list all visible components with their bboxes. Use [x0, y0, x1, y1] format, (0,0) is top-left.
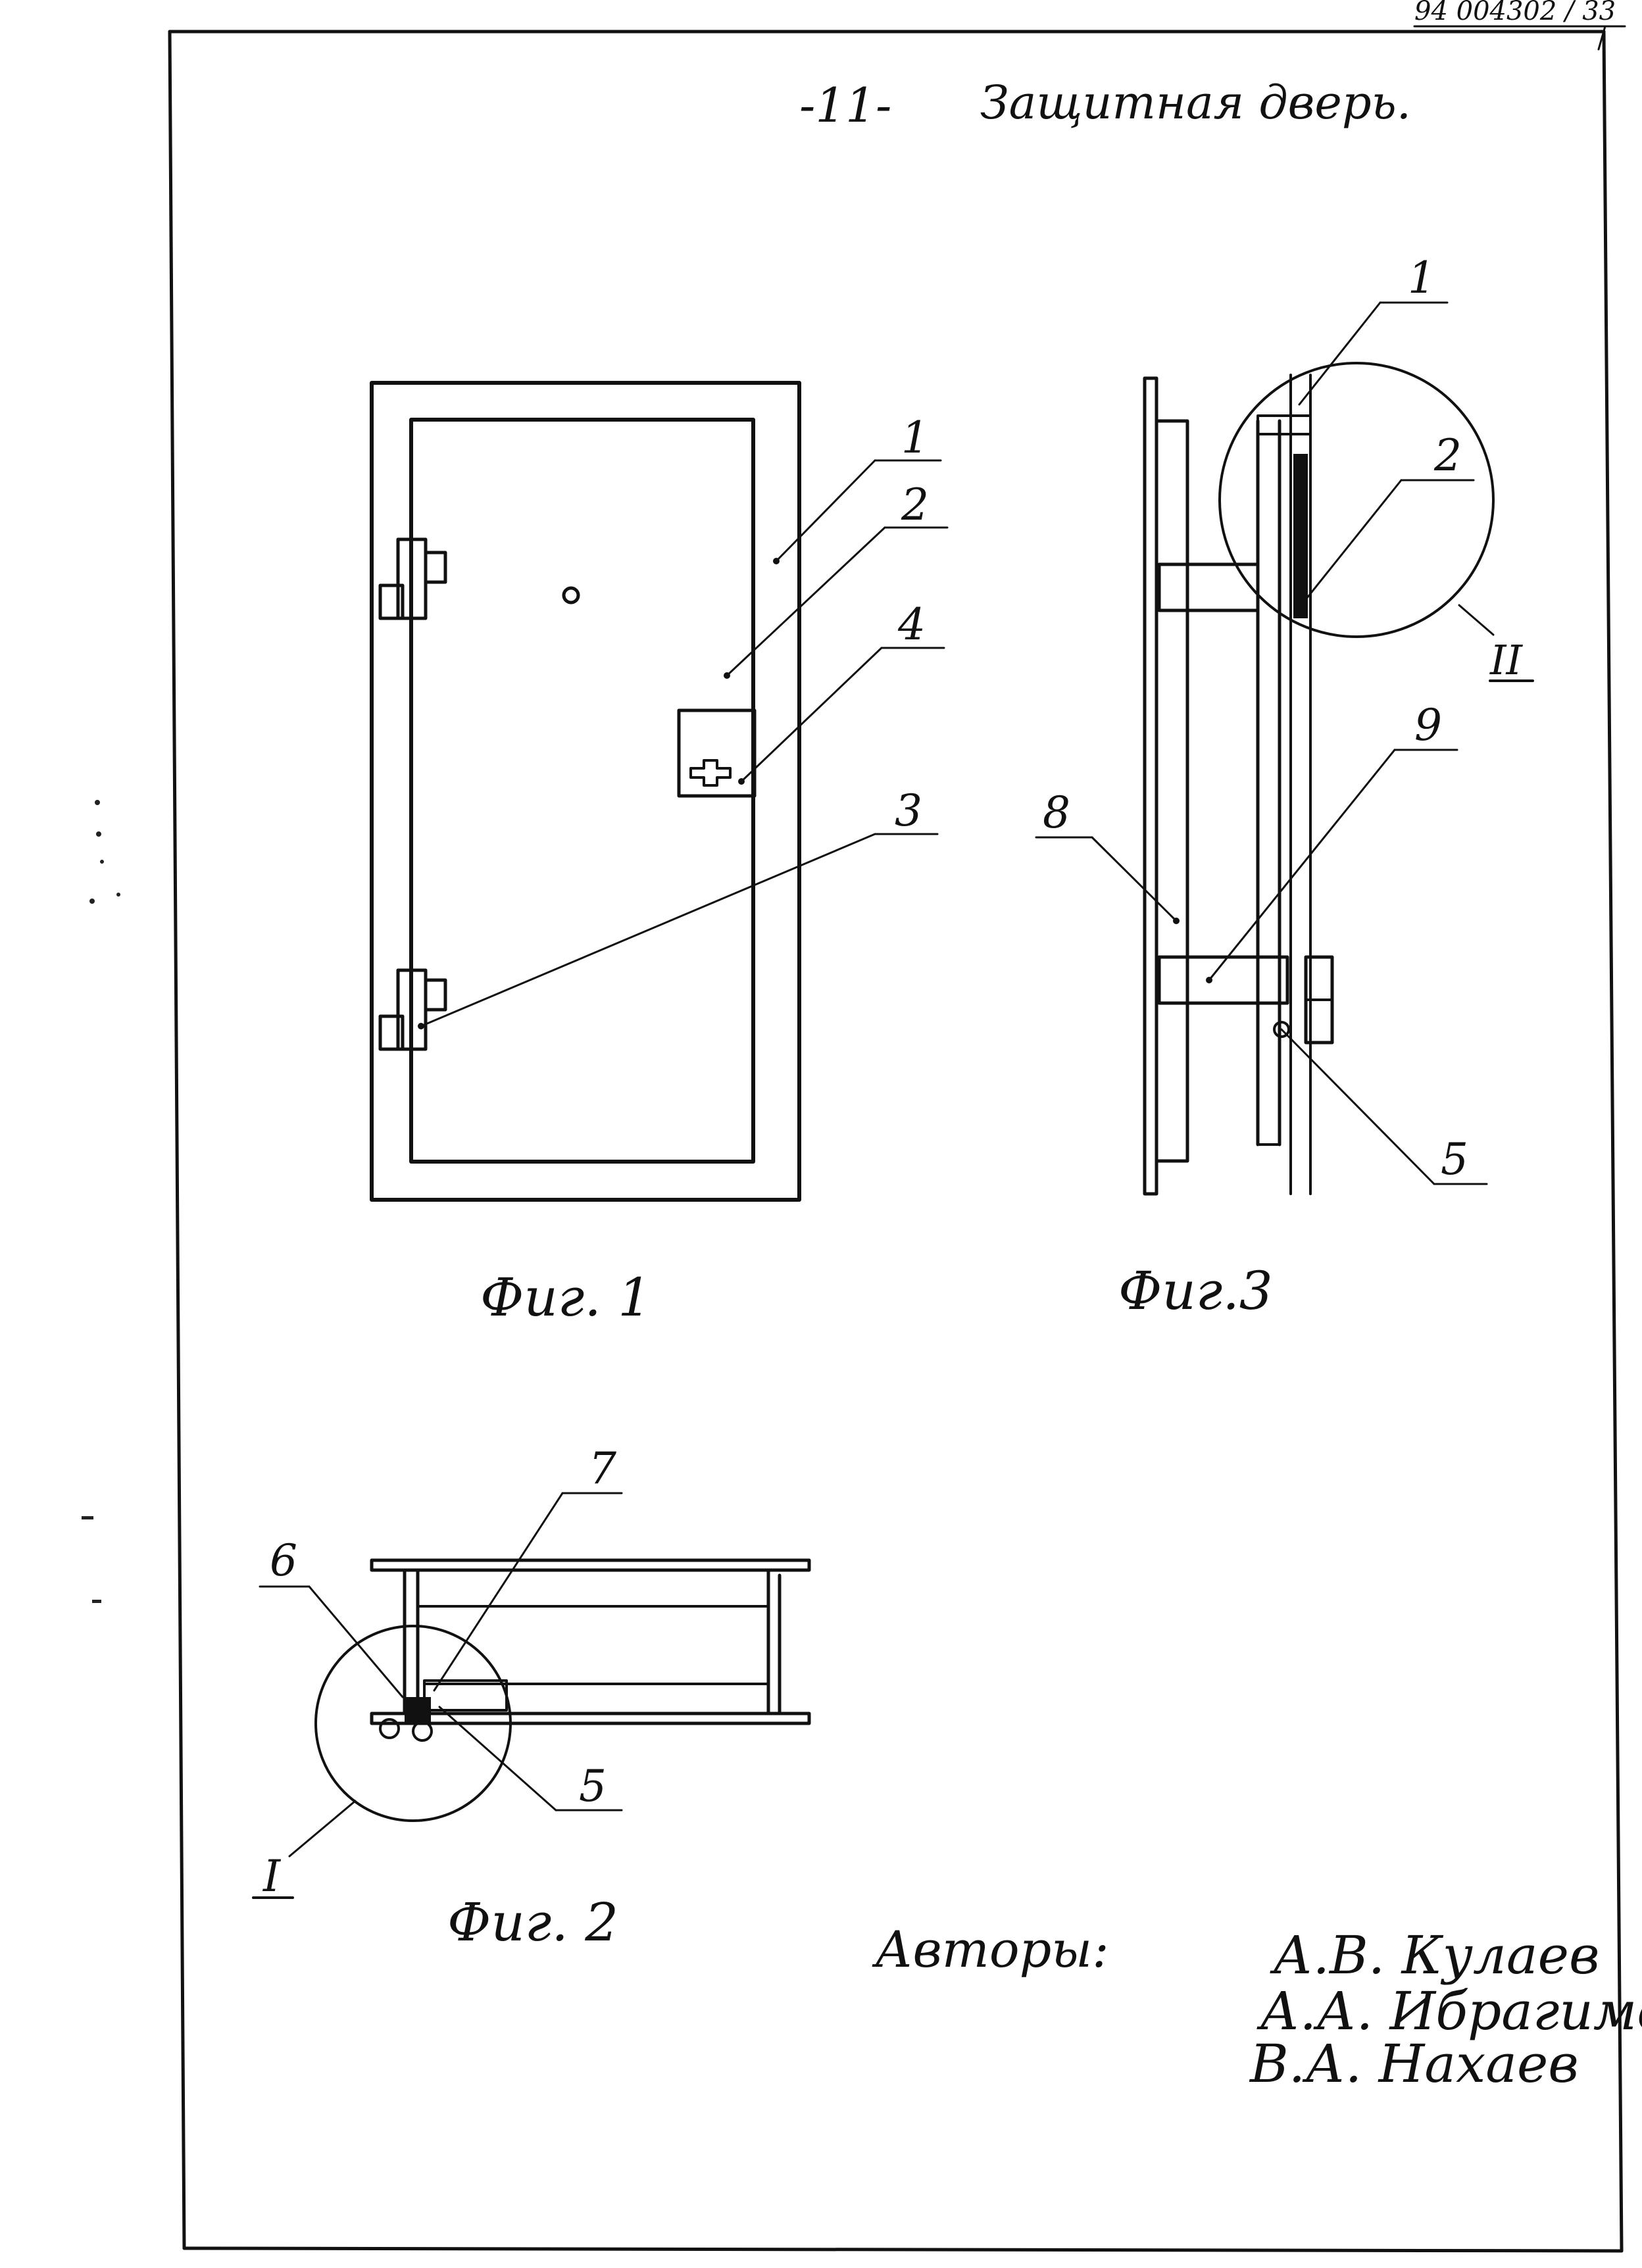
fig3-detail-label: II — [1489, 636, 1523, 684]
side-panel-8 — [1145, 378, 1157, 1194]
fig1-callout-4: 4 — [897, 599, 926, 650]
figure-3-caption: Фиг.3 — [1118, 1260, 1273, 1321]
drawing-title: Защитная дверь. — [980, 76, 1411, 130]
leaf-fill-strip — [1293, 454, 1308, 618]
authors-block: Авторы: А.В. Кулаев А.А. Ибрагимов В.А. … — [872, 1920, 1642, 2094]
side-inner-panel — [1157, 421, 1187, 1161]
plan-hinge — [380, 1697, 432, 1740]
figure-3-side-section: 1 2 9 8 5 II Фиг.3 — [1036, 253, 1533, 1321]
fig3-callout-9: 9 — [1414, 700, 1442, 751]
fig2-detail-label: I — [262, 1851, 282, 1902]
author-name-3: В.А. Нахаев — [1249, 2033, 1579, 2094]
figure-1-caption: Фиг. 1 — [480, 1267, 651, 1328]
fig3-callout-2: 2 — [1433, 430, 1462, 481]
scan-specks — [82, 800, 120, 1603]
fig2-leaders — [260, 1493, 622, 1856]
plan-bottom-panel — [372, 1713, 809, 1723]
plan-top-panel — [372, 1560, 809, 1570]
page-number: -11- — [799, 78, 891, 133]
fig2-callout-6: 6 — [270, 1535, 297, 1586]
sheet-frame — [170, 32, 1622, 2251]
fig2-callout-5: 5 — [579, 1761, 607, 1812]
crossbar-upper — [1159, 564, 1258, 610]
peephole — [564, 588, 578, 603]
fig1-callout-1: 1 — [901, 412, 929, 463]
figure-2-caption: Фиг. 2 — [447, 1892, 618, 1953]
fig1-callout-2: 2 — [901, 480, 929, 530]
fig3-callout-5: 5 — [1441, 1134, 1468, 1185]
fig2-callout-7: 7 — [589, 1443, 616, 1494]
fig3-callout-8: 8 — [1043, 787, 1070, 838]
door-leaf-inner — [411, 420, 753, 1162]
figure-2-plan-section: 7 6 5 I Фиг. 2 — [253, 1443, 809, 1953]
figure-1-door-front: 1 2 4 3 Фиг. 1 — [372, 383, 947, 1328]
author-name-1: А.В. Кулаев — [1270, 1925, 1600, 1986]
fig3-callout-1: 1 — [1408, 253, 1435, 303]
authors-label: Авторы: — [872, 1920, 1109, 1979]
leaf-top-cap — [1258, 416, 1310, 434]
door-frame-outer — [372, 383, 799, 1200]
document-number: 94 004302 / 33 — [1414, 0, 1616, 26]
detail-circle-ii — [1220, 363, 1493, 637]
fig1-callout-3: 3 — [895, 785, 922, 836]
fig1-leaders — [421, 460, 947, 1026]
keyhole — [691, 760, 730, 785]
